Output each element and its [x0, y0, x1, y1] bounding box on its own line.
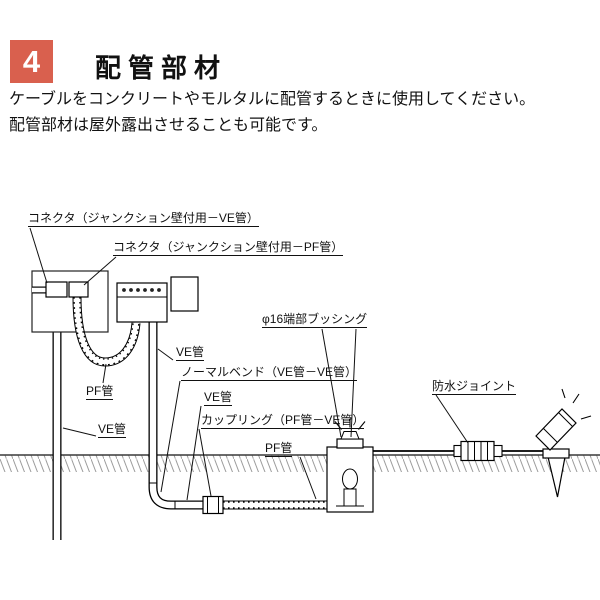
label-waterproof-joint: 防水ジョイント [432, 379, 517, 395]
section-number-badge: 4 [10, 40, 53, 83]
label-ve-pipe-upper: VE管 [176, 345, 205, 361]
description-line-1: ケーブルをコンクリートやモルタルに配管するときに使用してください。 [9, 91, 536, 108]
label-pf-pipe-bottom: PF管 [265, 441, 293, 457]
label-connector-ve: コネクタ（ジャンクション壁付用－VE管） [28, 211, 259, 227]
coupling-fitting [202, 495, 224, 515]
leader-lines [29, 227, 469, 501]
waterproof-joint-fitting [453, 440, 503, 462]
pf-pipe-loop [72, 296, 141, 367]
label-ve-pipe-lower: VE管 [204, 390, 233, 406]
label-pf-pipe-left: PF管 [86, 384, 114, 400]
spotlight-fixture [535, 388, 592, 498]
wall-junction-assembly [31, 270, 141, 367]
label-ve-pipe-left: VE管 [98, 422, 127, 438]
label-normal-bend: ノーマルベンド（VE管－VE管） [181, 365, 358, 381]
description-line-2: 配管部材は屋外露出させることも可能です。 [9, 117, 328, 134]
label-coupling: カップリング（PF管－VE管） [201, 413, 365, 429]
terminal-box [170, 276, 199, 312]
junction-connector-pf [68, 281, 89, 298]
light-rays-icon [561, 388, 592, 420]
ground-spike [547, 456, 566, 498]
page-title: 配管部材 [95, 53, 228, 83]
label-end-bushing: φ16端部ブッシング [262, 312, 368, 328]
ground-light-fixture [326, 418, 374, 513]
ve-pipe-main-run-and-bend [148, 322, 205, 510]
description-text: ケーブルをコンクリートやモルタルに配管するときに使用してください。 配管部材は屋… [9, 87, 535, 139]
label-connector-pf: コネクタ（ジャンクション壁付用－PF管） [113, 240, 344, 256]
junction-connector-ve [45, 281, 68, 298]
control-box [116, 282, 168, 323]
